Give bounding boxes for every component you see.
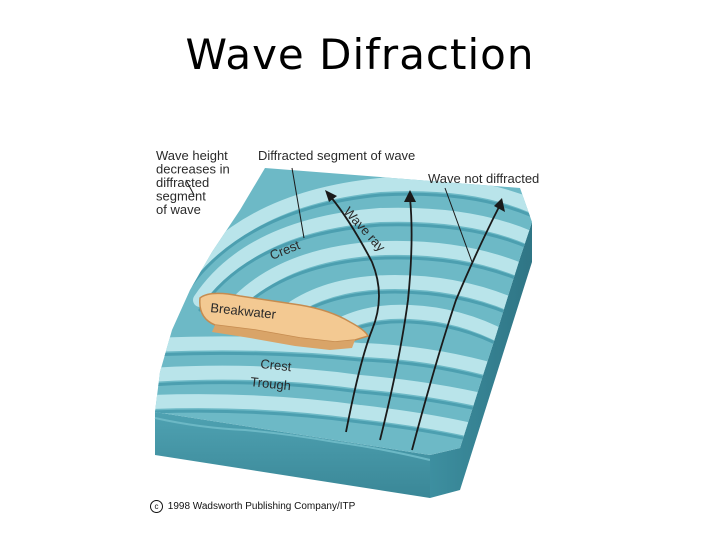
diffracted-crests <box>168 177 532 350</box>
leader-lines <box>185 167 473 263</box>
breakwater-structure <box>199 292 370 343</box>
copyright-symbol: c <box>150 500 163 513</box>
water-block-right-face <box>430 222 532 498</box>
slide-title: Wave Difraction <box>185 30 535 79</box>
copyright-text: 1998 Wadsworth Publishing Company/ITP <box>167 501 356 513</box>
wave-ray-diffracted <box>329 195 380 433</box>
wave-rays <box>329 195 501 451</box>
wave-ray-2 <box>379 197 413 441</box>
wave-ray-3 <box>411 204 501 451</box>
breakwater-shadow <box>212 325 355 350</box>
wave-ray-arrowheads <box>325 190 505 212</box>
leader-wave-height <box>185 179 195 196</box>
label-crest-incoming: Crest <box>260 356 293 374</box>
copyright-notice: c 1998 Wadsworth Publishing Company/ITP <box>150 500 355 513</box>
label-diffracted-segment: Diffracted segment of wave <box>258 148 415 163</box>
leader-diffracted-segment <box>291 167 305 239</box>
leader-not-diffracted <box>444 187 473 263</box>
label-trough: Trough <box>250 374 292 393</box>
label-breakwater: Breakwater <box>210 300 278 322</box>
water-block-front-face <box>155 412 430 498</box>
label-wave-not-diffracted: Wave not diffracted <box>428 171 539 186</box>
label-wave-height: Wave height decreases in diffracted segm… <box>156 148 233 217</box>
water-block-front-ripples <box>154 417 431 461</box>
incoming-crests <box>155 336 502 444</box>
